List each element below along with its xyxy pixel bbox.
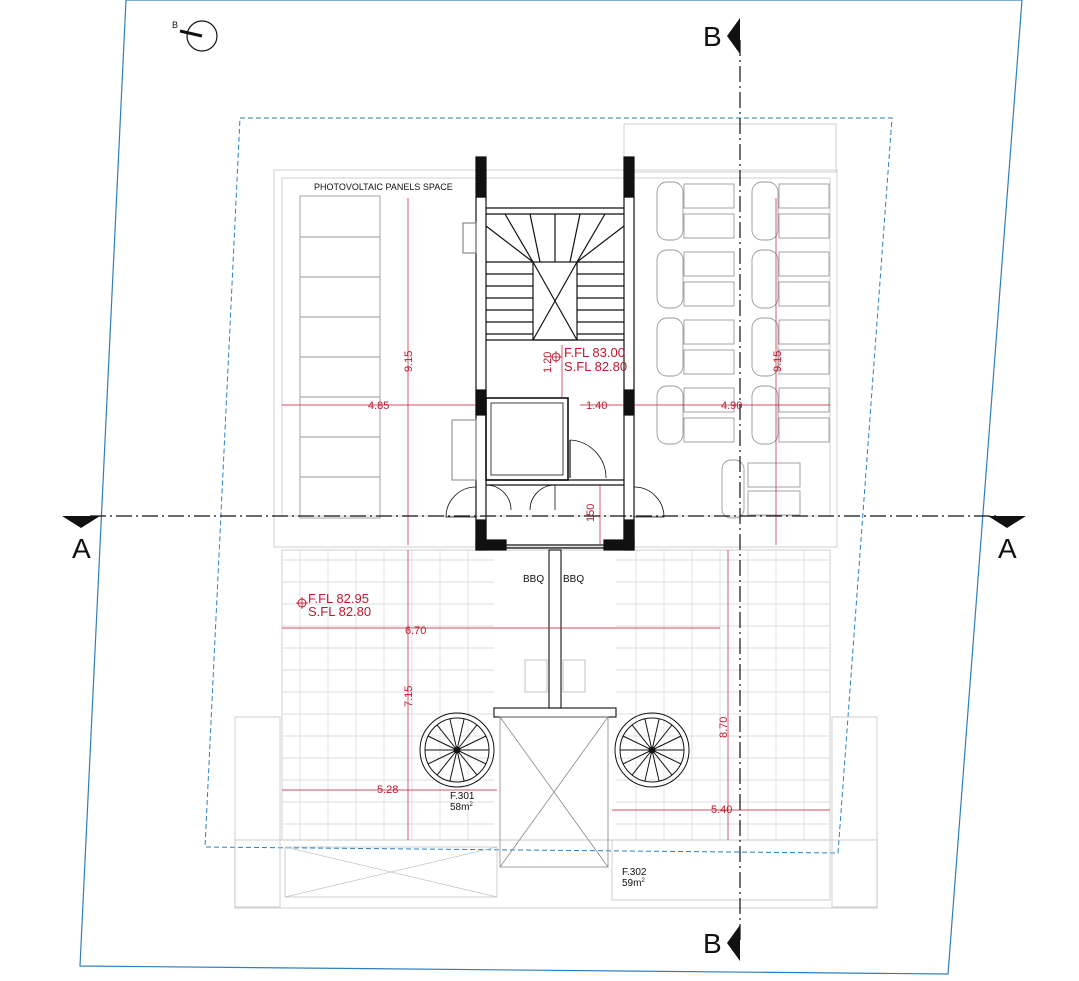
dim-490: 4.90 <box>721 400 742 412</box>
sun-loungers <box>656 181 830 519</box>
level-marker-stair: F.FL 83.00 S.FL 82.80 <box>550 345 627 374</box>
dim-915-right: 9.15 <box>772 351 784 372</box>
dim-870: 8.70 <box>718 717 730 738</box>
section-b-top-label: B <box>703 21 722 52</box>
bbq-right-label: BBQ <box>563 574 584 585</box>
plot-boundary <box>79 0 1023 975</box>
dim-540: 5.40 <box>711 804 732 816</box>
flat-301-area: 58m2 <box>450 802 473 813</box>
dim-528: 5.28 <box>377 784 398 796</box>
level-marker-roof: F.FL 82.95 S.FL 82.80 <box>296 591 371 619</box>
photovoltaic-panel-strip <box>299 195 381 519</box>
flat-302-area: 59m2 <box>622 878 645 889</box>
bbq-divider <box>493 549 617 868</box>
building-footprint-dashed <box>204 117 893 854</box>
dim-150: 150 <box>585 504 597 522</box>
north-arrow-label: B <box>172 20 178 30</box>
dimension-lines <box>282 198 830 840</box>
dim-485: 4.85 <box>368 400 389 412</box>
section-b-bottom-marker <box>727 925 740 961</box>
spiral-stair-left <box>419 712 495 788</box>
dim-715: 7.15 <box>403 686 415 707</box>
spiral-stair-right <box>614 712 690 788</box>
pv-space-label: PHOTOVOLTAIC PANELS SPACE <box>314 182 453 192</box>
dim-120: 1.20 <box>542 352 554 373</box>
roof-sfl-label: S.FL 82.80 <box>308 604 371 619</box>
stair-ffl-label: F.FL 83.00 <box>564 345 625 360</box>
section-b-bottom-label: B <box>703 928 722 959</box>
paving-grid <box>282 550 830 840</box>
roof-ffl-label: F.FL 82.95 <box>308 591 369 606</box>
terrace-paving <box>234 123 878 909</box>
section-a-left-label: A <box>72 533 91 564</box>
section-a-right-marker <box>988 516 1026 528</box>
stair-core <box>445 156 665 551</box>
dim-140: 1.40 <box>586 400 607 412</box>
section-a-left-marker <box>62 516 100 528</box>
section-lines <box>90 40 1000 940</box>
stair-sfl-label: S.FL 82.80 <box>564 359 627 374</box>
north-arrow-icon: B <box>172 20 218 52</box>
dim-915-left: 9.15 <box>403 351 415 372</box>
section-b-top-marker <box>727 18 740 54</box>
flat-301-name: F.301 <box>450 791 475 802</box>
section-a-right-label: A <box>998 533 1017 564</box>
flat-302-name: F.302 <box>622 867 647 878</box>
bbq-left-label: BBQ <box>523 574 544 585</box>
dim-670: 6.70 <box>405 625 426 637</box>
